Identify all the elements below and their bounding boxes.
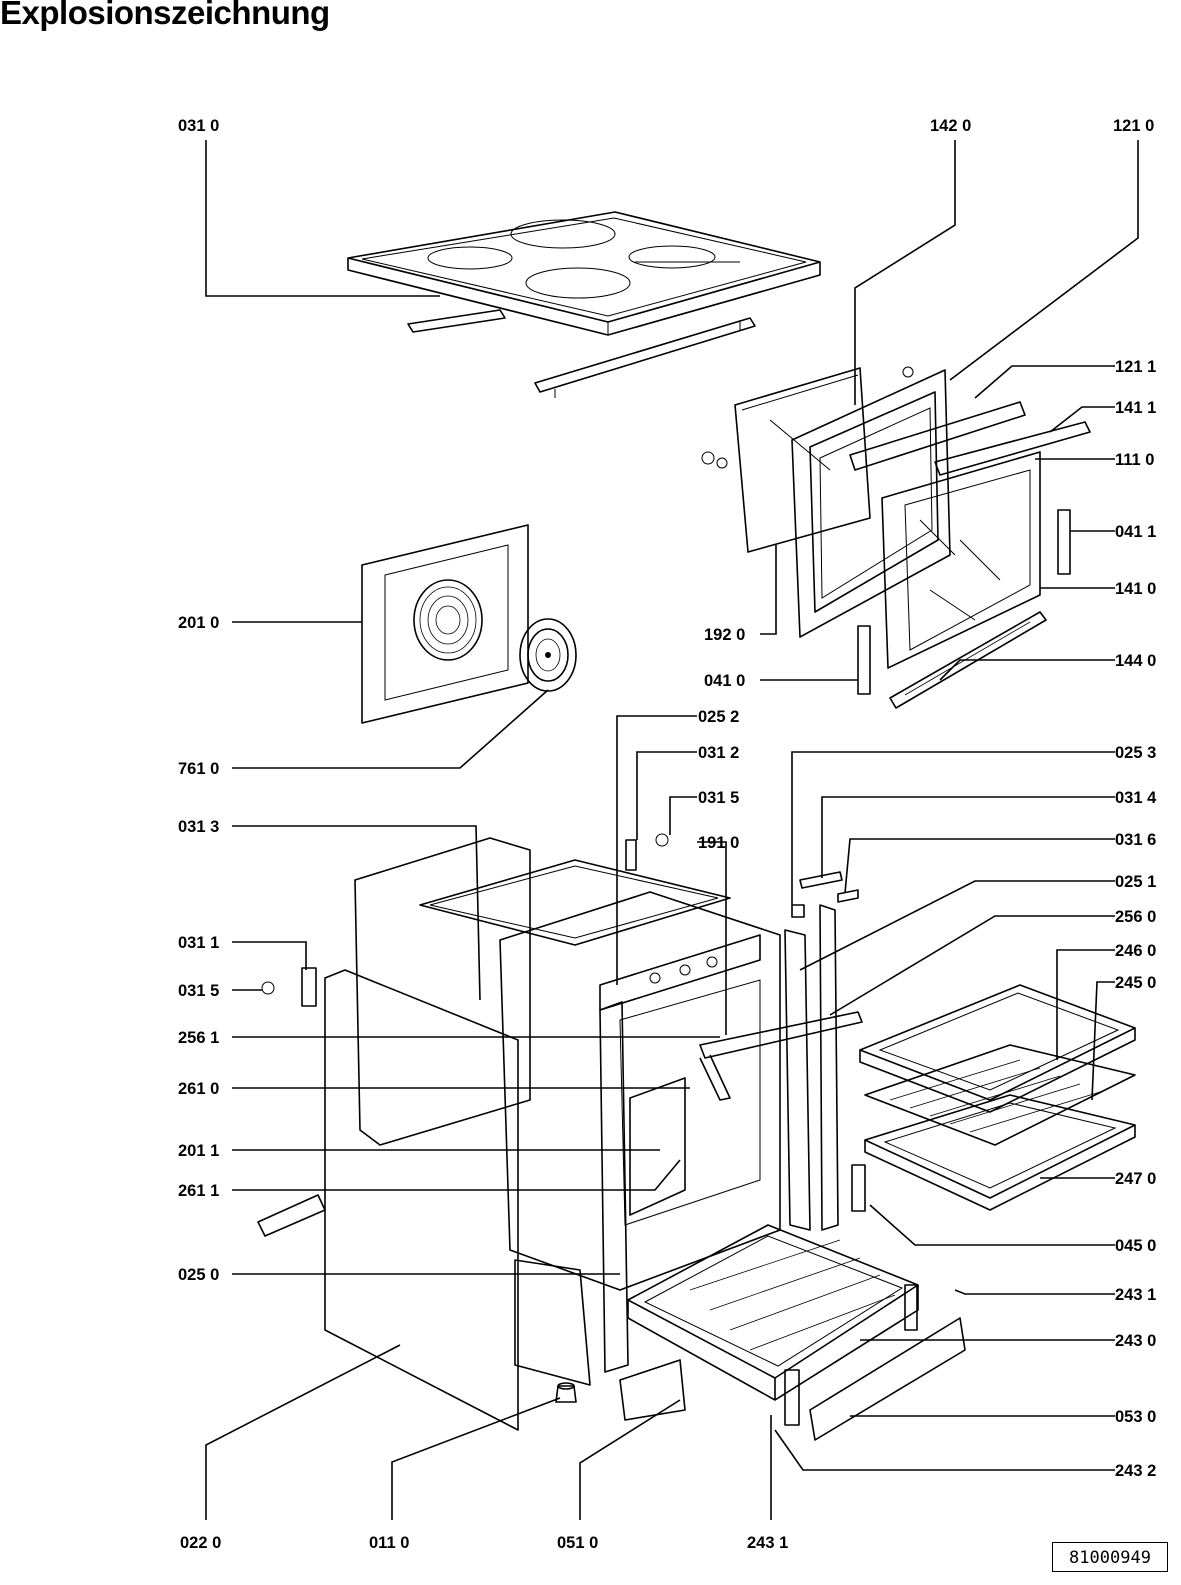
callout-142-0: 142 0 <box>930 117 971 135</box>
callout-031-0-top: 031 0 <box>178 117 219 135</box>
oven-cabinet <box>257 833 863 1431</box>
callout-247-0: 247 0 <box>1115 1170 1156 1188</box>
callout-025-0: 025 0 <box>178 1266 219 1284</box>
callout-191-0: 191 0 <box>698 834 739 852</box>
callout-025-3: 025 3 <box>1115 744 1156 762</box>
hob-cooktop <box>347 211 821 398</box>
callout-031-6: 031 6 <box>1115 831 1156 849</box>
callout-261-1: 261 1 <box>178 1182 219 1200</box>
callout-144-0: 144 0 <box>1115 652 1156 670</box>
callout-121-1: 121 1 <box>1115 358 1156 376</box>
callout-192-0: 192 0 <box>704 626 745 644</box>
callout-141-0: 141 0 <box>1115 580 1156 598</box>
document-number: 81000949 <box>1052 1542 1168 1572</box>
leader-lines <box>205 140 1139 1520</box>
callout-031-3: 031 3 <box>178 818 219 836</box>
callout-031-5-left: 031 5 <box>178 982 219 1000</box>
callout-labels: 031 0 142 0 121 0 121 1 141 1 111 0 041 … <box>178 117 1157 1552</box>
callout-041-1: 041 1 <box>1115 523 1156 541</box>
callout-041-0: 041 0 <box>704 672 745 690</box>
callout-243-2: 243 2 <box>1115 1462 1156 1480</box>
callout-201-1: 201 1 <box>178 1142 219 1160</box>
callout-031-5-top: 031 5 <box>698 789 739 807</box>
callout-243-1-right: 243 1 <box>1115 1286 1156 1304</box>
trays-and-racks <box>851 984 1136 1212</box>
callout-111-0: 111 0 <box>1115 451 1154 469</box>
callout-761-0: 761 0 <box>178 760 219 778</box>
callout-031-1: 031 1 <box>178 934 219 952</box>
callout-256-1: 256 1 <box>178 1029 219 1047</box>
callout-031-4: 031 4 <box>1115 789 1157 807</box>
callout-243-0: 243 0 <box>1115 1332 1156 1350</box>
callout-201-0: 201 0 <box>178 614 219 632</box>
callout-045-0: 045 0 <box>1115 1237 1156 1255</box>
callout-141-1: 141 1 <box>1115 399 1156 417</box>
callout-256-0: 256 0 <box>1115 908 1156 926</box>
oven-door-assembly <box>701 366 1091 709</box>
callout-022-0: 022 0 <box>180 1534 221 1552</box>
callout-053-0: 053 0 <box>1115 1408 1156 1426</box>
storage-drawer <box>555 1224 966 1441</box>
callout-025-1: 025 1 <box>1115 873 1156 891</box>
callout-051-0: 051 0 <box>557 1534 598 1552</box>
callout-031-2: 031 2 <box>698 744 739 762</box>
callout-011-0: 011 0 <box>369 1534 409 1552</box>
callout-261-0: 261 0 <box>178 1080 219 1098</box>
callout-245-0: 245 0 <box>1115 974 1156 992</box>
callout-246-0: 246 0 <box>1115 942 1156 960</box>
callout-121-0: 121 0 <box>1113 117 1154 135</box>
rear-panel-with-fan <box>361 524 577 724</box>
callout-025-2: 025 2 <box>698 708 739 726</box>
page-title: Explosionszeichnung <box>0 0 330 31</box>
callout-243-1-bottom: 243 1 <box>747 1534 788 1552</box>
